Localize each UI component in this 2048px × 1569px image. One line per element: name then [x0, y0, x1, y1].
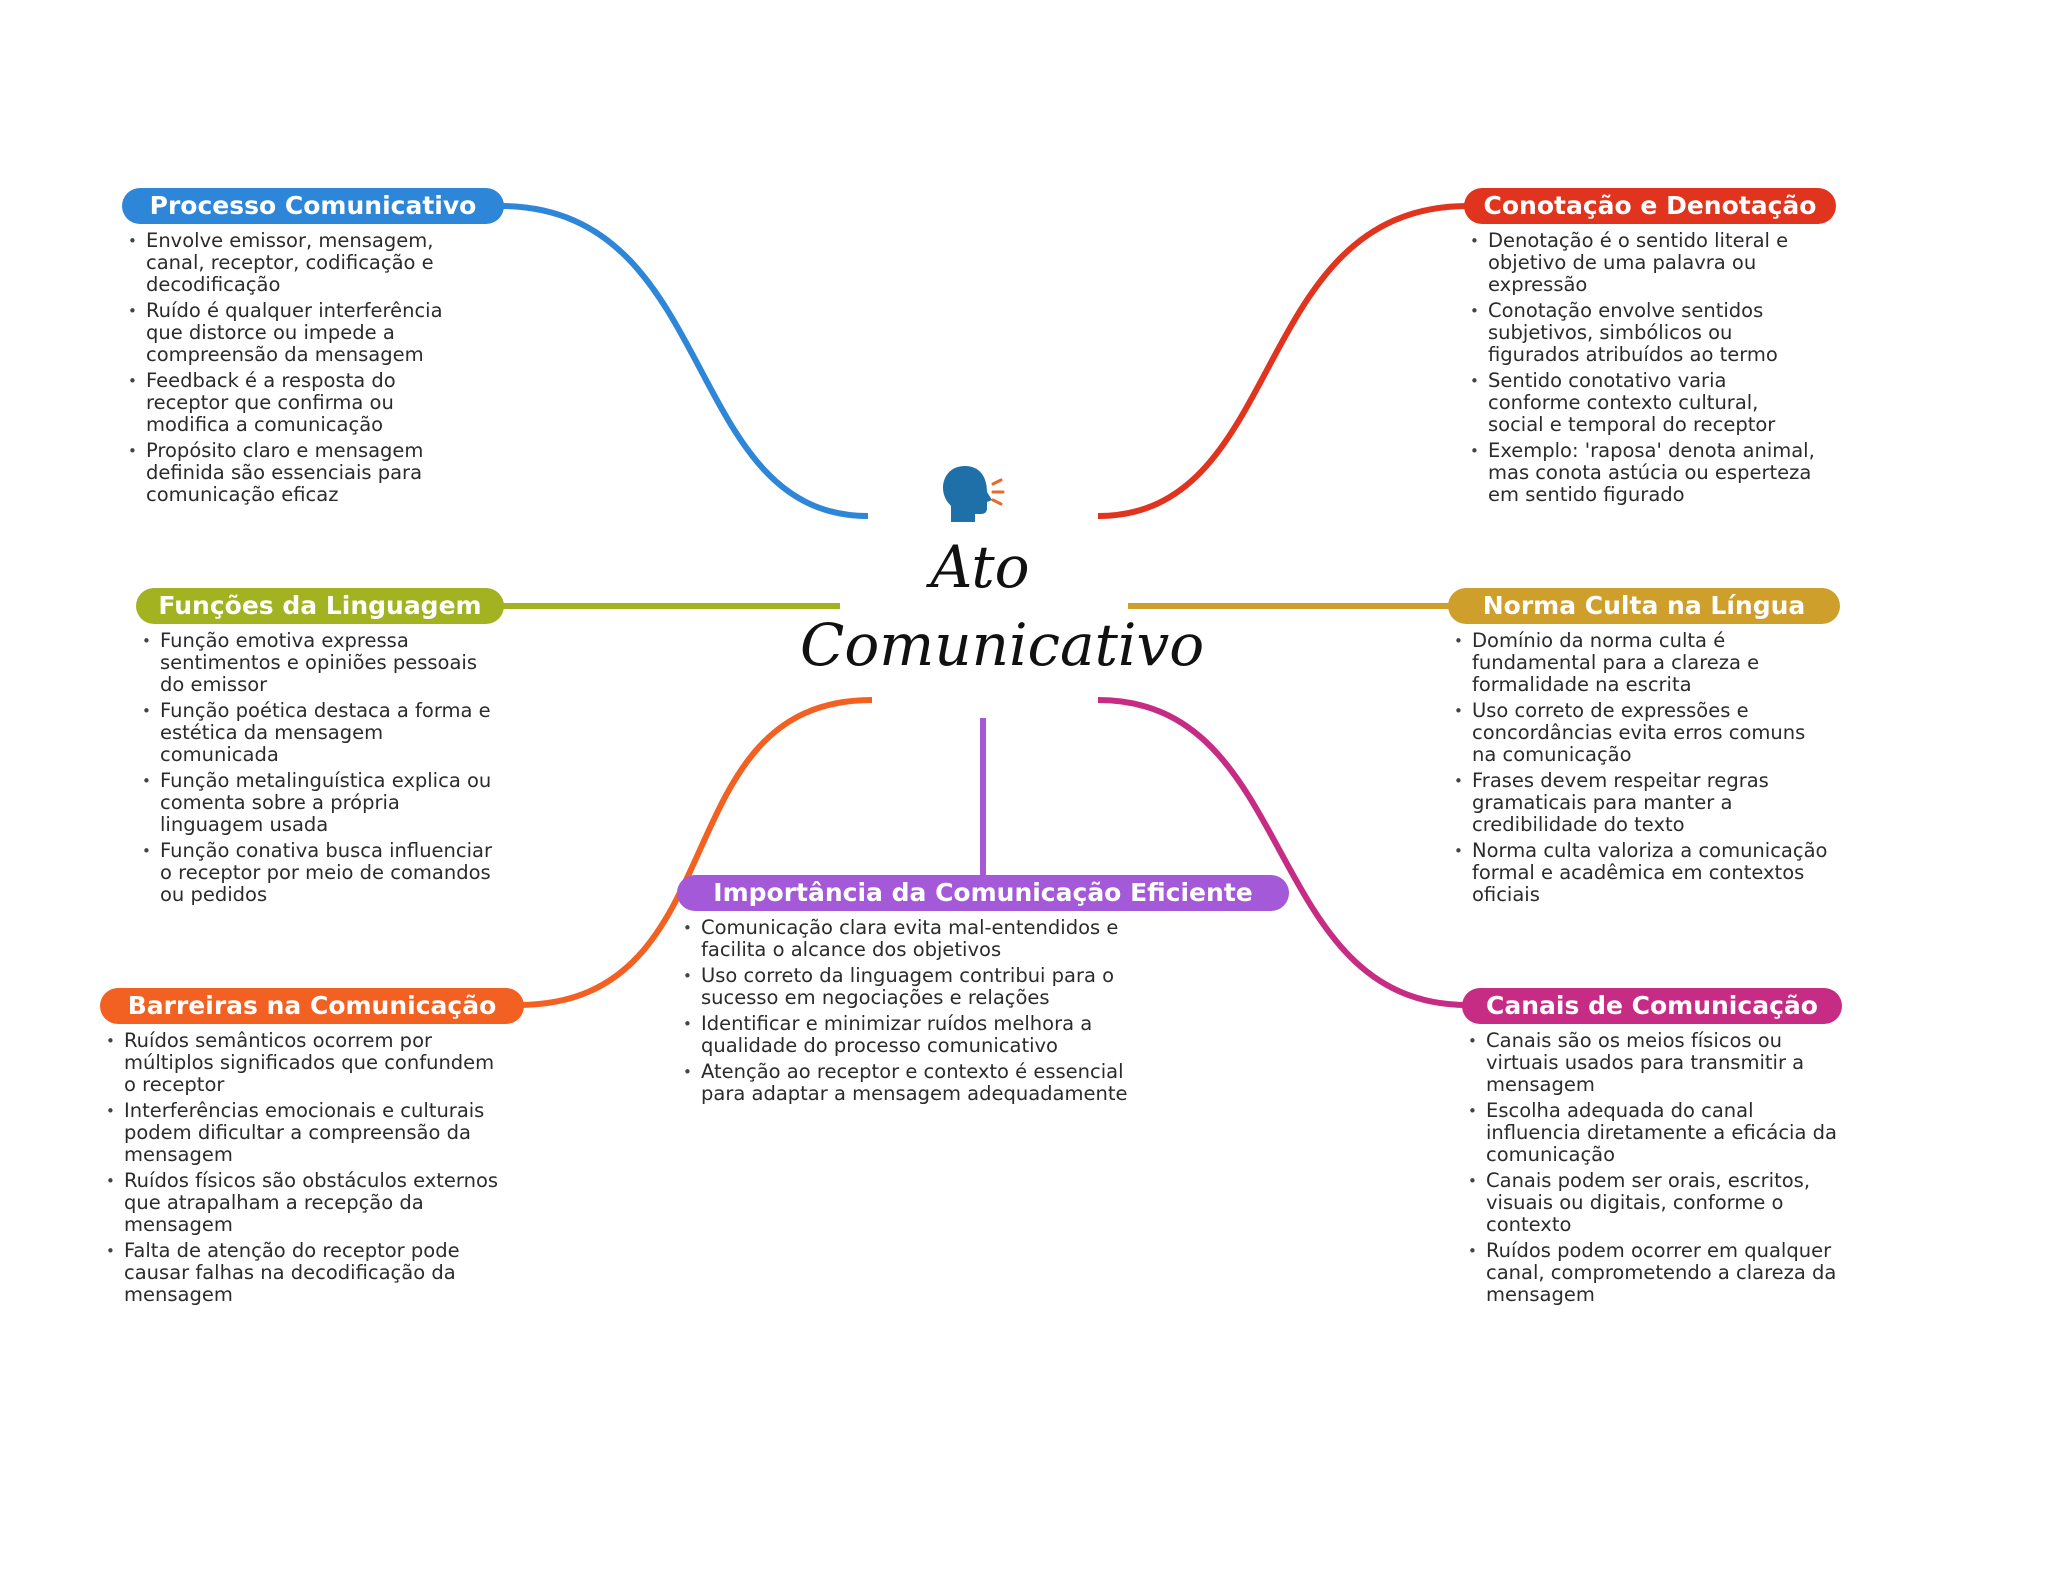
note-item: Ruídos semânticos ocorrem por múltiplos …	[106, 1030, 502, 1096]
connector-processo	[499, 203, 869, 519]
note-item: Canais podem ser orais, escritos, visuai…	[1468, 1170, 1842, 1236]
note-item: Frases devem respeitar regras gramaticai…	[1454, 770, 1828, 836]
note-item: Feedback é a resposta do receptor que co…	[128, 370, 480, 436]
central-topic: Ato Comunicativo	[800, 528, 1205, 684]
note-item: Ruídos podem ocorrer em qualquer canal, …	[1468, 1240, 1842, 1306]
note-item: Uso correto da linguagem contribui para …	[683, 965, 1163, 1009]
connector-canais	[1097, 697, 1469, 1008]
speaking-head-icon	[943, 466, 1005, 522]
connector-barreiras	[517, 697, 873, 1008]
note-item: Ruído é qualquer interferência que disto…	[128, 300, 480, 366]
note-item: Interferências emocionais e culturais po…	[106, 1100, 502, 1166]
branch-title-importancia[interactable]: Importância da Comunicação Eficiente	[677, 875, 1289, 911]
notes-canais: Canais são os meios físicos ou virtuais …	[1468, 1030, 1842, 1310]
branch-title-funcoes[interactable]: Funções da Linguagem	[136, 588, 504, 624]
note-item: Falta de atenção do receptor pode causar…	[106, 1240, 502, 1306]
note-item: Envolve emissor, mensagem, canal, recept…	[128, 230, 480, 296]
note-item: Atenção ao receptor e contexto é essenci…	[683, 1061, 1163, 1105]
note-item: Norma culta valoriza a comunicação forma…	[1454, 840, 1828, 906]
note-item: Função conativa busca influenciar o rece…	[142, 840, 504, 906]
branch-title-conotacao[interactable]: Conotação e Denotação	[1464, 188, 1836, 224]
note-item: Propósito claro e mensagem definida são …	[128, 440, 480, 506]
note-item: Escolha adequada do canal influencia dir…	[1468, 1100, 1842, 1166]
notes-conotacao: Denotação é o sentido literal e objetivo…	[1470, 230, 1816, 510]
note-item: Sentido conotativo varia conforme contex…	[1470, 370, 1816, 436]
central-title-line2: Comunicativo	[800, 611, 1205, 679]
note-item: Denotação é o sentido literal e objetivo…	[1470, 230, 1816, 296]
notes-importancia: Comunicação clara evita mal-entendidos e…	[683, 917, 1163, 1109]
branch-title-norma[interactable]: Norma Culta na Língua	[1448, 588, 1840, 624]
notes-norma: Domínio da norma culta é fundamental par…	[1454, 630, 1828, 910]
note-item: Identificar e minimizar ruídos melhora a…	[683, 1013, 1163, 1057]
note-item: Conotação envolve sentidos subjetivos, s…	[1470, 300, 1816, 366]
note-item: Ruídos físicos são obstáculos externos q…	[106, 1170, 502, 1236]
branch-title-canais[interactable]: Canais de Comunicação	[1462, 988, 1842, 1024]
note-item: Função poética destaca a forma e estétic…	[142, 700, 504, 766]
note-item: Exemplo: 'raposa' denota animal, mas con…	[1470, 440, 1816, 506]
note-item: Comunicação clara evita mal-entendidos e…	[683, 917, 1163, 961]
notes-processo: Envolve emissor, mensagem, canal, recept…	[128, 230, 480, 510]
branch-title-barreiras[interactable]: Barreiras na Comunicação	[100, 988, 524, 1024]
note-item: Uso correto de expressões e concordância…	[1454, 700, 1828, 766]
notes-funcoes: Função emotiva expressa sentimentos e op…	[142, 630, 504, 910]
connector-conotacao	[1097, 203, 1469, 519]
central-title-line1: Ato	[930, 533, 1030, 601]
note-item: Domínio da norma culta é fundamental par…	[1454, 630, 1828, 696]
branch-title-processo[interactable]: Processo Comunicativo	[122, 188, 504, 224]
note-item: Função emotiva expressa sentimentos e op…	[142, 630, 504, 696]
notes-barreiras: Ruídos semânticos ocorrem por múltiplos …	[106, 1030, 502, 1310]
note-item: Função metalinguística explica ou coment…	[142, 770, 504, 836]
note-item: Canais são os meios físicos ou virtuais …	[1468, 1030, 1842, 1096]
